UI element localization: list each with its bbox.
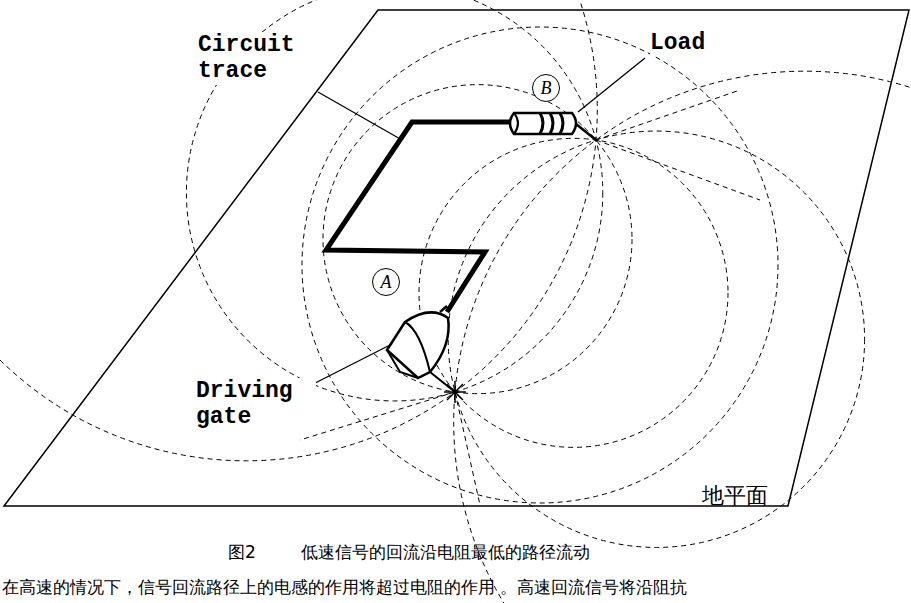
caption: 图2 低速信号的回流沿电阻最低的路径流动 bbox=[228, 541, 590, 564]
body-text: 在高速的情况下，信号回流路径上的电感的作用将超过电阻的作用 。高速回流信号将沿阻… bbox=[2, 576, 687, 599]
callout-circle: A bbox=[372, 268, 400, 296]
plane-label: 地平面 bbox=[702, 481, 768, 511]
callout-circle: B bbox=[532, 74, 560, 102]
callout-letter: B bbox=[541, 79, 552, 97]
load-resistor bbox=[510, 113, 596, 140]
callout-letter: A bbox=[381, 273, 392, 291]
part-label: Driving gate bbox=[196, 378, 316, 431]
part-label: Circuit trace bbox=[198, 32, 318, 85]
circuit-trace bbox=[326, 122, 512, 312]
ground-plane bbox=[4, 10, 909, 506]
driving-gate bbox=[387, 306, 466, 403]
part-label: Load bbox=[650, 30, 705, 56]
leader-lines bbox=[262, 58, 645, 410]
